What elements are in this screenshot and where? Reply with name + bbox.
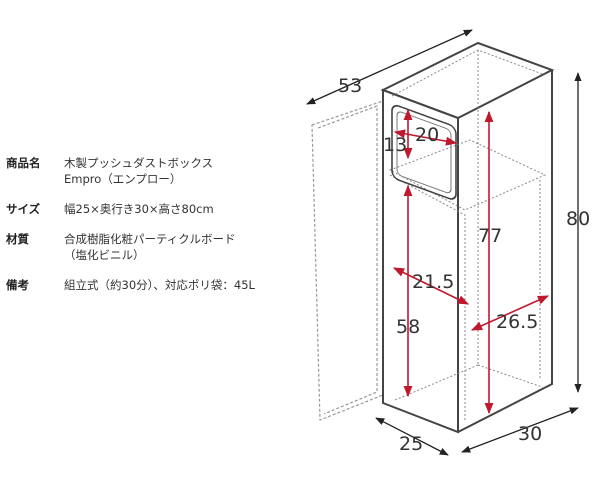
dim-13: 13 — [383, 134, 407, 156]
arrow-26-5 — [470, 295, 550, 331]
spec-value: 幅25×奥行き30×高さ80cm — [64, 201, 214, 217]
arrow-30 — [461, 407, 579, 453]
spec-row-product-name: 商品名 木製プッシュダストボックス Empro（エンプロー） — [6, 155, 296, 187]
dim-53: 53 — [338, 75, 362, 97]
arrow-53 — [306, 29, 473, 105]
dimension-labels: 53 80 13 20 77 21.5 58 26.5 25 30 — [338, 75, 590, 455]
push-flap — [391, 104, 457, 200]
dim-30: 30 — [518, 423, 542, 445]
spec-row-notes: 備考 組立式（約30分）、対応ポリ袋：45L — [6, 277, 296, 293]
spec-value: 木製プッシュダストボックス Empro（エンプロー） — [64, 155, 213, 187]
dimension-arrows-red — [392, 108, 550, 415]
dim-80: 80 — [566, 208, 590, 230]
spec-value-line: 合成樹脂化粧パーティクルボード — [64, 232, 236, 246]
spec-row-material: 材質 合成樹脂化粧パーティクルボード （塩化ビニル） — [6, 231, 296, 263]
spec-value-line: Empro（エンプロー） — [64, 172, 182, 186]
hidden-edges — [388, 49, 547, 420]
spec-row-size: サイズ 幅25×奥行き30×高さ80cm — [6, 201, 296, 217]
arrow-25 — [375, 417, 449, 456]
dim-20: 20 — [415, 124, 439, 146]
dim-26-5: 26.5 — [496, 311, 538, 333]
dim-21-5: 21.5 — [412, 271, 454, 293]
dim-77: 77 — [478, 225, 502, 247]
spec-label: サイズ — [6, 202, 41, 216]
dim-25: 25 — [399, 433, 423, 455]
spec-label: 商品名 — [6, 156, 41, 170]
spec-value-line: 組立式（約30分）、対応ポリ袋：45L — [64, 278, 255, 292]
dim-58: 58 — [396, 316, 420, 338]
spec-label: 備考 — [6, 278, 29, 292]
arrow-20 — [393, 129, 458, 146]
spec-value-line: 幅25×奥行き30×高さ80cm — [64, 202, 214, 216]
spec-label: 材質 — [6, 232, 29, 246]
spec-table: 商品名 木製プッシュダストボックス Empro（エンプロー） サイズ 幅25×奥… — [6, 155, 296, 307]
open-door-outline — [311, 100, 384, 421]
spec-value: 組立式（約30分）、対応ポリ袋：45L — [64, 277, 255, 293]
spec-value-line: （塩化ビニル） — [64, 248, 145, 262]
spec-value-line: 木製プッシュダストボックス — [64, 156, 214, 170]
spec-value: 合成樹脂化粧パーティクルボード （塩化ビニル） — [64, 231, 235, 263]
dimension-arrows-black — [306, 29, 582, 456]
